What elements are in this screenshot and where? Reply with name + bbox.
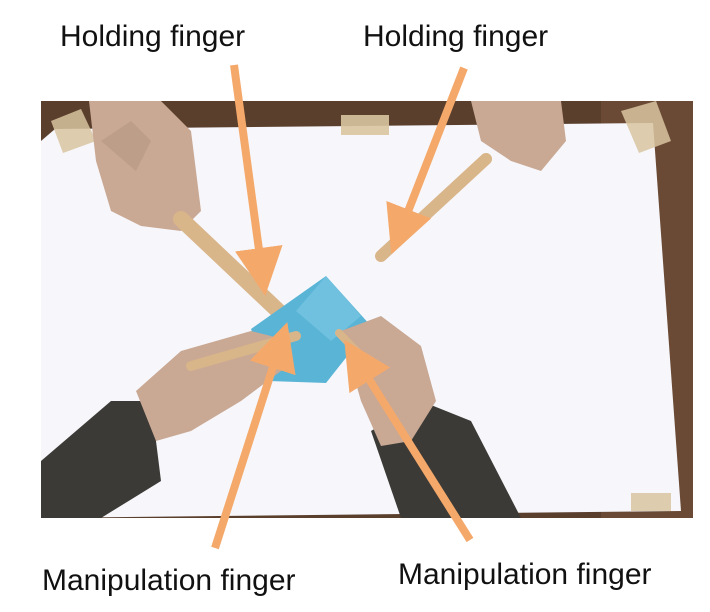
tape-top	[341, 115, 389, 135]
tape-bottom-right	[631, 493, 671, 511]
tape-top-right	[621, 101, 671, 153]
arrow-holding-left	[230, 64, 283, 296]
tape-top-left	[51, 109, 96, 153]
holding-finger-label-right: Holding finger	[363, 20, 549, 53]
arrow-holding-right	[386, 66, 468, 255]
manipulation-finger-label-left: Manipulation finger	[42, 564, 296, 597]
manipulation-finger-label-right: Manipulation finger	[398, 558, 652, 591]
origami-paper-highlight	[296, 276, 361, 341]
hand-upper-left-shade	[101, 121, 151, 171]
hand-upper-right	[471, 101, 566, 171]
holding-finger-label-left: Holding finger	[60, 20, 246, 53]
arrow-manipulation-right	[344, 339, 474, 543]
arrow-manipulation-left	[211, 322, 296, 550]
sleeve-lower-left	[41, 401, 161, 518]
